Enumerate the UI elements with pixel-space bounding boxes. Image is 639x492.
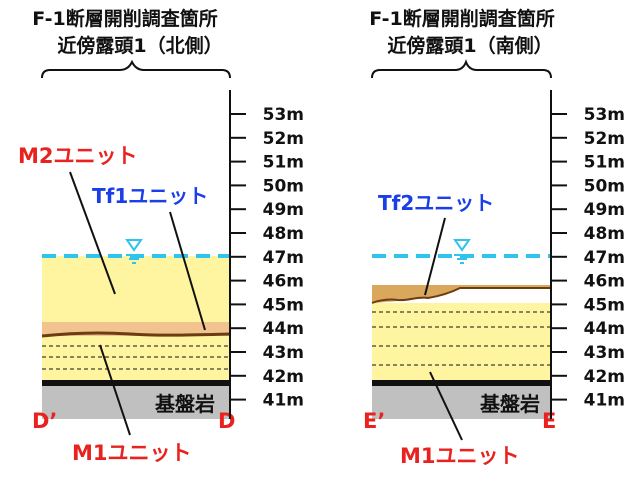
right-title-line1: F-1断層開削調査箇所 — [369, 7, 555, 30]
left-bedrock — [42, 386, 230, 419]
water-level-icon — [125, 239, 143, 264]
left-m2-label: M2ユニット — [18, 144, 138, 168]
left-corner-d-prime: D’ — [32, 409, 57, 433]
right-title-bracket — [371, 59, 552, 79]
right-scale-label: 44m — [584, 319, 625, 339]
left-corner-d: D — [218, 409, 235, 433]
right-base-line — [372, 380, 551, 386]
right-corner-e: E — [542, 409, 556, 433]
left-panel: F-1断層開削調査箇所 近傍露頭1（北側） 基盤岩 M2ユニット Tf1ユニット… — [18, 7, 304, 465]
right-scale-label: 45m — [584, 295, 625, 315]
right-elevation-scale: 53m 52m 51m 50m 49m 48m 47m 46m 45m 44m 43m 42m 41m — [551, 105, 625, 411]
right-corner-e-prime: E’ — [363, 409, 385, 433]
left-title-line2: 近傍露頭1（北側） — [57, 34, 222, 57]
right-panel: F-1断層開削調査箇所 近傍露頭1（南側） 基盤岩 Tf2ユニット M1ユニット… — [363, 7, 625, 468]
right-title-line2: 近傍露頭1（南側） — [387, 34, 552, 57]
right-tf2-leader — [424, 217, 446, 296]
left-m2-layer — [42, 256, 230, 322]
right-scale-label: 49m — [584, 200, 625, 220]
right-scale-label: 48m — [584, 224, 625, 244]
left-scale-label: 43m — [263, 343, 304, 363]
left-scale-label: 49m — [263, 200, 304, 220]
right-scale-label: 53m — [584, 105, 625, 125]
left-scale-label: 53m — [263, 105, 304, 125]
right-scale-label: 50m — [584, 176, 625, 196]
left-m2-leader — [69, 171, 116, 295]
right-m1-label: M1ユニット — [400, 444, 520, 468]
left-title-line1: F-1断層開削調査箇所 — [32, 7, 218, 30]
left-m1-label: M1ユニット — [72, 441, 192, 465]
left-scale-label: 52m — [263, 129, 304, 149]
left-scale-label: 47m — [263, 248, 304, 268]
left-base-line — [42, 380, 230, 386]
right-tf2-label: Tf2ユニット — [378, 191, 494, 215]
right-bedrock — [372, 386, 551, 419]
left-scale-label: 50m — [263, 176, 304, 196]
left-bedrock-label: 基盤岩 — [155, 392, 215, 416]
left-tf1-leader — [169, 211, 206, 331]
left-m1-layer — [42, 336, 230, 380]
left-scale-label: 42m — [263, 367, 304, 387]
left-tf1-layer — [41, 331, 231, 338]
right-scale-label: 52m — [584, 129, 625, 149]
right-m1-leader — [429, 371, 463, 441]
left-scale-label: 45m — [263, 295, 304, 315]
right-m1-layer — [372, 303, 551, 380]
right-scale-label: 46m — [584, 272, 625, 292]
water-level-icon — [453, 239, 471, 264]
left-scale-label: 41m — [263, 391, 304, 411]
right-scale-label: 41m — [584, 391, 625, 411]
right-scale-label: 47m — [584, 248, 625, 268]
left-scale-label: 48m — [263, 224, 304, 244]
left-elevation-scale: 53m 52m 51m 50m 49m 48m 47m 46m 45m 44m 43m 42m 41m — [230, 105, 304, 411]
left-scale-label: 44m — [263, 319, 304, 339]
left-m1-leader — [99, 344, 131, 436]
right-scale-label: 51m — [584, 153, 625, 173]
right-bedrock-label: 基盤岩 — [480, 392, 540, 416]
right-scale-label: 43m — [584, 343, 625, 363]
left-scale-label: 51m — [263, 153, 304, 173]
right-scale-label: 42m — [584, 367, 625, 387]
right-tf2-boundary — [371, 287, 551, 304]
left-title-bracket — [41, 59, 231, 79]
left-scale-label: 46m — [263, 272, 304, 292]
left-tf1-label: Tf1ユニット — [92, 184, 208, 208]
